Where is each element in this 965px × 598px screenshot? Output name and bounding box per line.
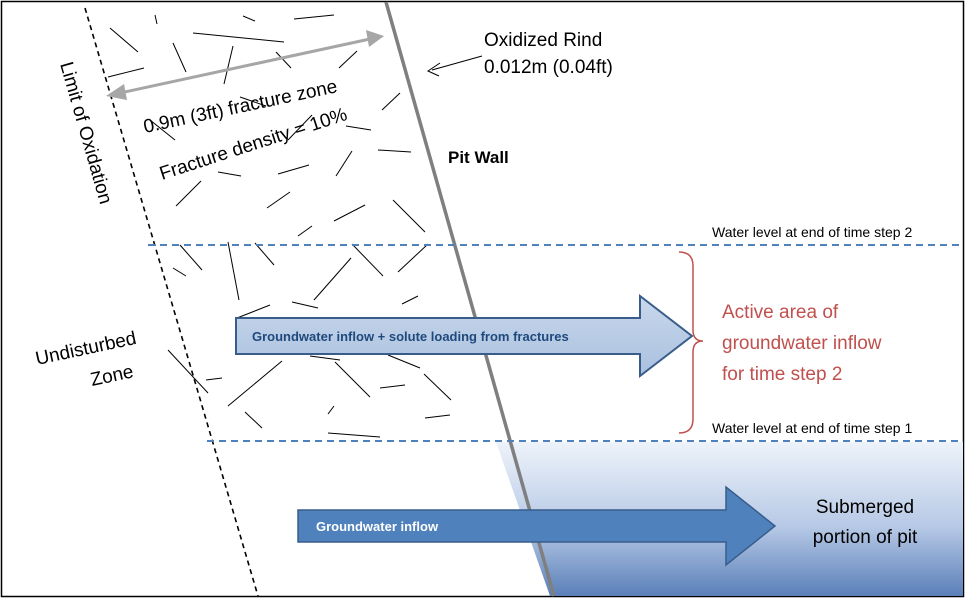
active-area-label-3: for time step 2 (722, 364, 842, 385)
active-area-label-2: groundwater inflow (722, 333, 882, 354)
submerged-label-2: portion of pit (813, 527, 918, 548)
oxidized-rind-label: Oxidized Rind (484, 30, 602, 51)
water-level-1-label: Water level at end of time step 1 (712, 420, 912, 436)
limit-of-oxidation-line (84, 7, 259, 597)
water-level-2-label: Water level at end of time step 2 (712, 224, 912, 240)
pit-wall-line (384, 1, 556, 597)
submerged-label-1: Submerged (816, 497, 914, 518)
active-area-label-1: Active area of (722, 302, 839, 323)
pit-wall-label: Pit Wall (448, 148, 509, 167)
oxidized-rind-thickness-label: 0.012m (0.04ft) (484, 57, 613, 78)
oxidized-rind-pointer (426, 55, 483, 77)
groundwater-inflow-arrow (297, 485, 777, 567)
fracture-inflow-label: Groundwater inflow + solute loading from… (252, 329, 569, 344)
fracture-inflow-arrow (235, 293, 694, 379)
fracture-zone-dimension-arrow (106, 30, 384, 100)
fracture-marks (107, 14, 452, 438)
active-area-brace (678, 251, 704, 434)
groundwater-inflow-label: Groundwater inflow (316, 519, 439, 534)
